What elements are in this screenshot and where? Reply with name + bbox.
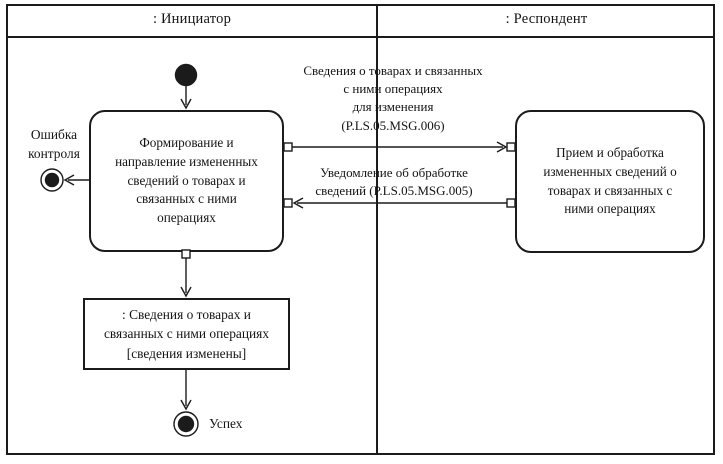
- activity-respondent: Прием и обработка измененных сведений о …: [515, 110, 705, 253]
- error-final-label: Ошибка контроля: [28, 127, 80, 161]
- edge-label-response: Уведомление об обработке сведений (P.LS.…: [315, 165, 473, 199]
- success-final-label: Успех: [209, 416, 243, 431]
- diagram-border: [6, 4, 715, 455]
- object-node: : Сведения о товарах и связанных с ними …: [83, 298, 290, 370]
- lane-header-separator: [6, 36, 715, 38]
- lane-divider: [376, 4, 378, 455]
- edge-label-request: Сведения о товарах и связанных с ними оп…: [303, 63, 483, 133]
- lane-header-initiator: : Инициатор: [152, 11, 232, 27]
- lane-header-respondent: : Респондент: [505, 11, 588, 27]
- activity-initiator: Формирование и направление измененных св…: [89, 110, 284, 252]
